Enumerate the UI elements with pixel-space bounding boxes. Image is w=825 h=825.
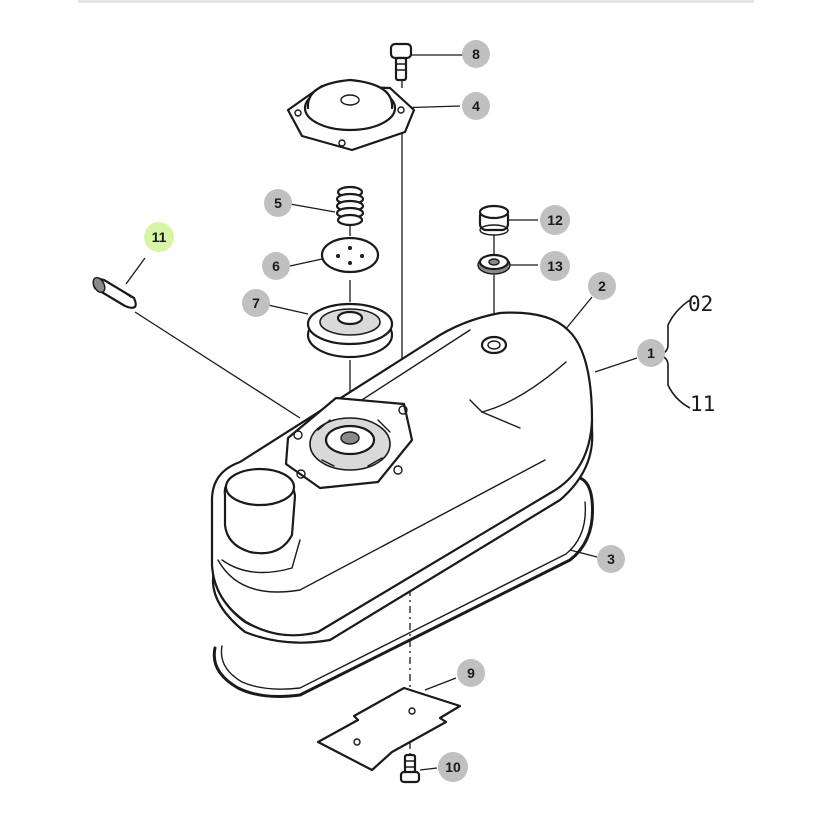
callout-13[interactable]: 13 [540, 251, 570, 281]
callout-1[interactable]: 1 [637, 339, 665, 367]
callout-label: 9 [467, 665, 475, 681]
part-spring [335, 185, 365, 227]
part-cap [478, 204, 510, 236]
callout-circle [144, 222, 174, 252]
callout-label: 1 [647, 345, 655, 361]
callout-label: 10 [445, 759, 461, 775]
part-diaphragm-plate [320, 236, 380, 274]
callout-4[interactable]: 4 [462, 92, 490, 120]
callout-circle [540, 205, 570, 235]
part-diaphragm [306, 302, 394, 359]
top-divider [78, 0, 754, 3]
callout-circle [264, 189, 292, 217]
callout-5[interactable]: 5 [264, 189, 292, 217]
part-bolt-top [389, 42, 413, 82]
callout-circle [462, 92, 490, 120]
callouts: 8 4 5 6 7 11 1 [144, 40, 665, 782]
callout-label: 3 [607, 551, 615, 567]
callout-circle [242, 289, 270, 317]
callout-12[interactable]: 12 [540, 205, 570, 235]
callout-circle [540, 251, 570, 281]
callout-label: 8 [472, 46, 480, 62]
part-bolt-bottom [399, 753, 421, 784]
part-diaphragm-cover [286, 78, 416, 152]
callout-3[interactable]: 3 [597, 545, 625, 573]
callout-circle [262, 252, 290, 280]
callout-circle [637, 339, 665, 367]
variant-label-bottom: 11 [690, 392, 715, 416]
callout-10[interactable]: 10 [438, 752, 468, 782]
callout-label: 12 [547, 212, 563, 228]
callout-label: 7 [252, 295, 260, 311]
variant-bracket: 02 11 [657, 292, 715, 416]
callout-2[interactable]: 2 [588, 272, 616, 300]
callout-label: 4 [472, 98, 480, 114]
callout-circle [597, 545, 625, 573]
part-seal [477, 253, 511, 275]
callout-circle [457, 659, 485, 687]
callout-9[interactable]: 9 [457, 659, 485, 687]
part-head-cover [210, 311, 594, 644]
callout-8[interactable]: 8 [462, 40, 490, 68]
callout-6[interactable]: 6 [262, 252, 290, 280]
callout-circle [438, 752, 468, 782]
callout-circle [462, 40, 490, 68]
callout-label: 5 [274, 195, 282, 211]
variant-label-top: 02 [688, 292, 713, 316]
callout-label: 13 [547, 258, 563, 274]
callout-label: 2 [598, 278, 606, 294]
callout-11[interactable]: 11 [144, 222, 174, 252]
callout-label: 6 [272, 258, 280, 274]
callout-circle [588, 272, 616, 300]
callout-label: 11 [152, 229, 167, 245]
callout-7[interactable]: 7 [242, 289, 270, 317]
part-bracket-plate [316, 686, 462, 772]
part-gasket [212, 476, 595, 698]
part-pipe [92, 276, 137, 309]
